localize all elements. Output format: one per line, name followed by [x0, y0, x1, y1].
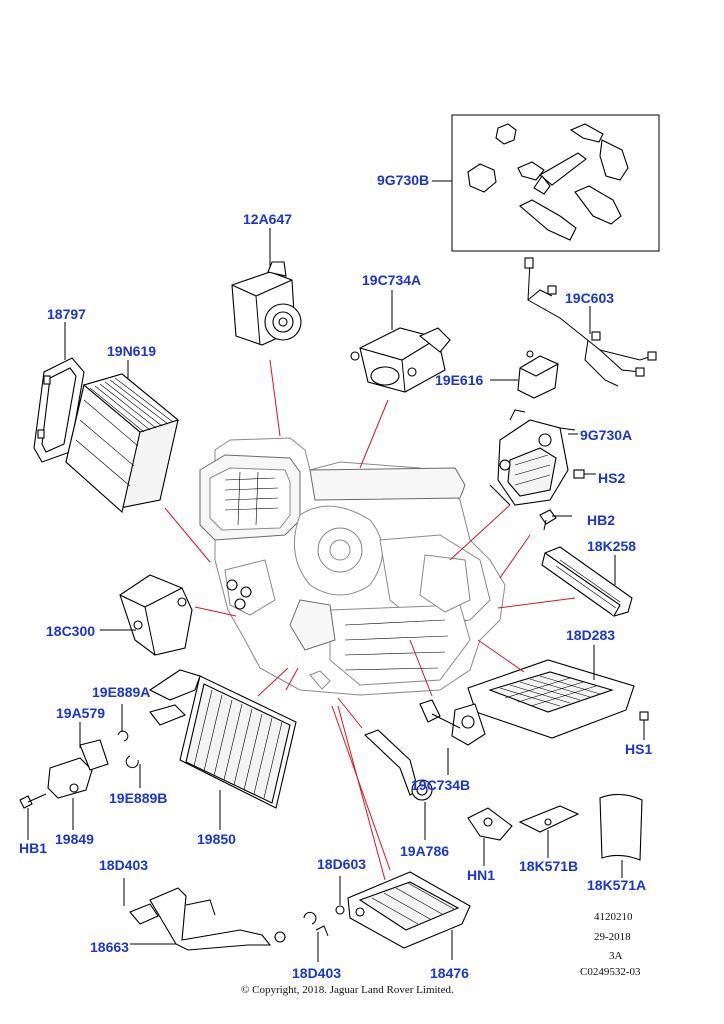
part-hb1-bolt — [19, 793, 47, 809]
part-19c734b-actuator — [419, 699, 486, 746]
label-hb2[interactable]: HB2 — [587, 512, 615, 528]
label-9g730a[interactable]: 9G730A — [580, 427, 632, 443]
part-hn1-bracket — [467, 807, 513, 841]
part-18d283-evaporator — [467, 659, 635, 739]
label-9g730b[interactable]: 9G730B — [377, 172, 429, 188]
label-19n619[interactable]: 19N619 — [107, 343, 156, 359]
label-hs1[interactable]: HS1 — [625, 741, 652, 757]
part-18476-heater-matrix — [347, 871, 471, 949]
part-9g730a-actuator-assembly — [489, 409, 576, 506]
part-hs1-screw — [639, 711, 649, 740]
label-12a647[interactable]: 12A647 — [243, 211, 292, 227]
part-19e616-module — [517, 350, 559, 399]
part-12a647-blower-motor — [231, 261, 302, 346]
copyright-notice: © Copyright, 2018. Jaguar Land Rover Lim… — [241, 984, 454, 996]
label-18797[interactable]: 18797 — [47, 306, 86, 322]
part-18663-pipe — [129, 887, 286, 951]
part-19a786-pipe — [363, 729, 433, 801]
part-18k571a-shield — [599, 793, 643, 861]
label-18k571b[interactable]: 18K571B — [519, 858, 578, 874]
part-18c300-duct — [119, 574, 193, 656]
part-19n619-cabin-filter — [65, 373, 180, 514]
part-18k258-heater — [541, 546, 633, 617]
part-18d603-clip — [335, 905, 345, 915]
callout-lines — [164, 359, 576, 881]
label-18d283[interactable]: 18D283 — [566, 627, 615, 643]
part-19e889a-clip — [117, 730, 129, 742]
label-hs2[interactable]: HS2 — [598, 470, 625, 486]
part-18d403-clip — [303, 911, 329, 937]
label-19c734a[interactable]: 19C734A — [362, 272, 421, 288]
label-19e889a[interactable]: 19E889A — [92, 684, 150, 700]
label-18k258[interactable]: 18K258 — [587, 538, 636, 554]
part-hb2-bolt — [539, 509, 572, 531]
part-18797-filter-cover — [33, 357, 85, 463]
label-hn1[interactable]: HN1 — [467, 867, 495, 883]
part-19e889b-clip — [125, 755, 139, 769]
reference-revision: 3A — [609, 950, 623, 962]
part-19c603-wiring-harness — [524, 257, 657, 387]
part-hs2-screw — [573, 469, 596, 479]
label-18k571a[interactable]: 18K571A — [587, 877, 646, 893]
label-18663[interactable]: 18663 — [90, 939, 129, 955]
label-18d403-top[interactable]: 18D403 — [99, 857, 148, 873]
label-19e616[interactable]: 19E616 — [435, 372, 483, 388]
label-18d403-bottom[interactable]: 18D403 — [292, 965, 341, 981]
part-19850-heater-core — [148, 669, 297, 809]
label-19a579[interactable]: 19A579 — [56, 705, 105, 721]
label-19c603[interactable]: 19C603 — [565, 290, 614, 306]
part-18k571b-bracket — [518, 805, 580, 833]
reference-code: C0249532-03 — [580, 966, 641, 978]
label-hb1[interactable]: HB1 — [19, 840, 47, 856]
label-19a786[interactable]: 19A786 — [400, 843, 449, 859]
part-19849-valve — [47, 739, 109, 799]
hvac-main-housing — [199, 437, 506, 696]
label-18c300[interactable]: 18C300 — [46, 623, 95, 639]
inset-9g730b — [451, 114, 660, 252]
reference-number: 4120210 — [594, 911, 633, 923]
label-18476[interactable]: 18476 — [430, 965, 469, 981]
label-19e889b[interactable]: 19E889B — [109, 790, 167, 806]
label-19850[interactable]: 19850 — [197, 831, 236, 847]
part-19c734a-actuator — [350, 327, 451, 393]
label-19c734b[interactable]: 19C734B — [411, 777, 470, 793]
label-18d603[interactable]: 18D603 — [317, 856, 366, 872]
reference-date: 29-2018 — [594, 931, 631, 943]
label-19849[interactable]: 19849 — [55, 831, 94, 847]
